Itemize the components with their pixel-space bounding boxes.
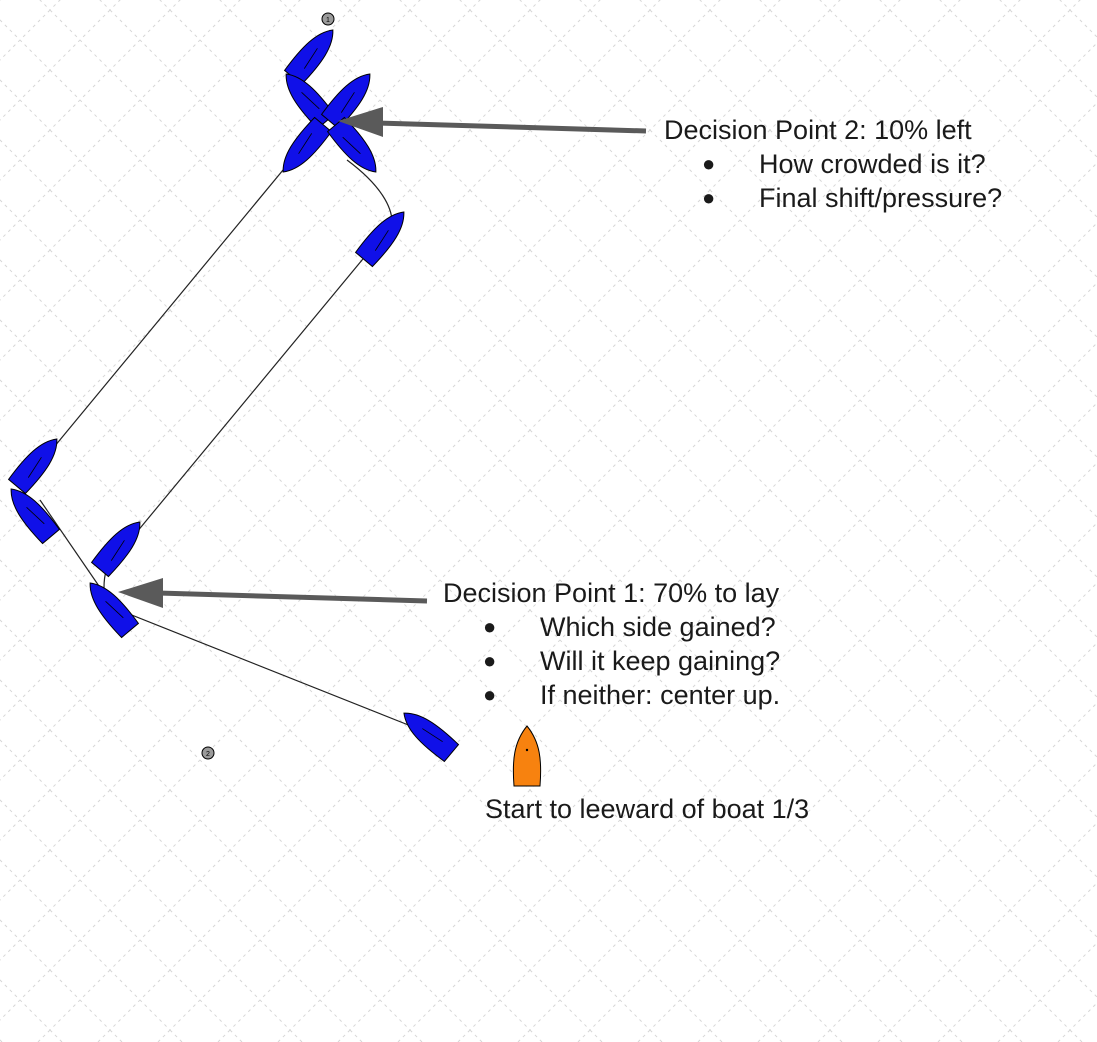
decision-point-2-title: Decision Point 2: 10% left xyxy=(664,115,972,145)
decision-point-1-bullets: ●Which side gained? ●Will it keep gainin… xyxy=(483,610,781,712)
bullet-icon: ● xyxy=(483,614,497,639)
bottom-mark-label: 2 xyxy=(206,751,210,758)
decision-point-1-title: Decision Point 1: 70% to lay xyxy=(443,578,780,608)
bullet-icon: ● xyxy=(483,648,497,673)
list-item: ●Which side gained? xyxy=(483,612,776,642)
arrow-decision-point-1 xyxy=(118,578,428,608)
boat-tracks xyxy=(39,159,427,733)
bullet-icon: ● xyxy=(702,185,716,210)
track-left-tack xyxy=(39,163,289,465)
list-item: ●How crowded is it? xyxy=(702,149,986,179)
bullet-icon: ● xyxy=(702,151,716,176)
bullet-icon: ● xyxy=(483,682,497,707)
track-right-tack xyxy=(116,247,373,557)
track-final-leg xyxy=(113,607,427,733)
list-item: ●Will it keep gaining? xyxy=(483,646,781,676)
list-item: ●Final shift/pressure? xyxy=(702,183,1003,213)
decision-point-2-callout: Decision Point 2: 10% left ●How crowded … xyxy=(664,113,1002,215)
decision-point-2-bullets: ●How crowded is it? ●Final shift/pressur… xyxy=(702,147,1003,215)
committee-boat xyxy=(512,725,542,787)
top-mark-label: 1 xyxy=(326,17,330,24)
top-mark: 1 xyxy=(321,12,335,26)
callout-arrows xyxy=(118,107,647,608)
start-note: Start to leeward of boat 1/3 xyxy=(485,794,810,824)
bottom-mark: 2 xyxy=(201,746,215,760)
list-item: ●If neither: center up. xyxy=(483,680,781,710)
arrow-decision-point-2 xyxy=(338,107,647,137)
decision-point-1-callout: Decision Point 1: 70% to lay ●Which side… xyxy=(443,576,780,712)
